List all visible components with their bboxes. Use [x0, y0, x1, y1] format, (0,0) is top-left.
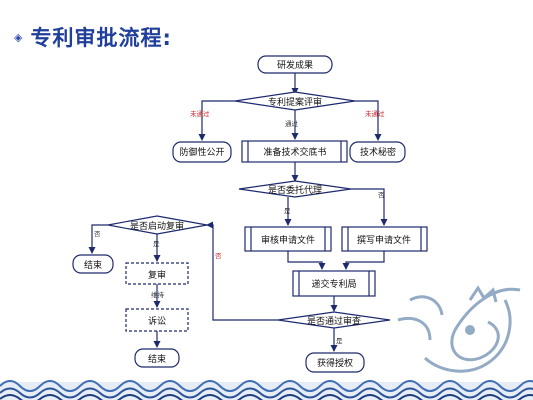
edge-write-app-to-submit — [342, 251, 385, 270]
edge-label-not-pass-examination: 否 — [215, 252, 222, 260]
edge-label-no-reexam: 否 — [94, 230, 101, 238]
edge-review-to-defensive — [198, 100, 235, 141]
end-node-bottom — [134, 348, 180, 368]
edge-label-pass-middle: 通过 — [285, 119, 299, 128]
end-top-label: 结束 — [84, 259, 102, 271]
node-labels: 研发成果 专利提案评审 防御性公开 准备技术交底书 技术秘密 是否委托代理 审核… — [84, 59, 411, 369]
edge-label-yes-entrust: 是 — [284, 207, 291, 215]
prepare-disclosure-node — [241, 140, 348, 163]
edge-label-yes-reexam: 是 — [153, 240, 160, 248]
end-bottom-label: 结束 — [148, 353, 166, 365]
diamond-bullet-icon: ◈ — [14, 30, 23, 44]
edge-review-app-to-submit — [287, 251, 326, 270]
research-node — [257, 55, 333, 74]
edge-label-not-pass-right: 未通过 — [365, 109, 385, 118]
edge-label-maintain: 维持 — [151, 290, 165, 299]
obtain-grant-label: 获得授权 — [317, 357, 353, 369]
slide-title: 专利审批流程: — [30, 26, 172, 50]
edge-label-no-entrust: 否 — [378, 191, 385, 199]
start-reexam-diamond — [107, 215, 208, 235]
reexamination-node — [125, 262, 189, 285]
entrust-agency-diamond — [238, 180, 352, 198]
edge-label-not-pass-left: 未通过 — [190, 109, 210, 118]
write-application-node — [341, 226, 428, 252]
start-reexam-label: 是否启动复审 — [130, 220, 184, 232]
defensive-publication-label: 防御性公开 — [179, 146, 224, 158]
defensive-publication-node — [172, 141, 232, 163]
entrust-agency-label: 是否委托代理 — [268, 184, 322, 196]
pass-examination-label: 是否通过审查 — [307, 315, 361, 327]
tech-secret-node — [349, 141, 406, 163]
end-node-top — [72, 254, 114, 274]
tech-secret-label: 技术秘密 — [360, 146, 396, 158]
edge-examination-to-reexam-decision — [206, 221, 278, 321]
patent-review-label: 专利提案评审 — [268, 96, 322, 108]
review-application-node — [244, 226, 332, 252]
submit-office-node — [292, 270, 376, 297]
obtain-grant-node — [305, 352, 365, 373]
litigation-node — [125, 308, 189, 332]
reexamination-label: 复审 — [148, 269, 166, 281]
edge-label-yes-grant: 是 — [336, 337, 343, 345]
edge-labels: 未通过 通过 未通过 是 否 否 是 否 是 维持 — [94, 109, 385, 345]
edge-reexam-decision-to-end — [88, 224, 108, 254]
edge-entrust-to-write-app — [351, 188, 388, 226]
write-application-label: 撰写申请文件 — [357, 234, 411, 246]
slide-title-row: ◈ 专利审批流程: — [14, 22, 172, 52]
prepare-disclosure-label: 准备技术交底书 — [263, 146, 326, 158]
dragon-decoration-icon — [397, 285, 521, 373]
litigation-label: 诉讼 — [148, 315, 166, 327]
flow-edges — [88, 73, 388, 352]
review-application-label: 审核申请文件 — [261, 234, 315, 246]
submit-office-label: 递交专利局 — [311, 278, 356, 290]
patent-review-diamond — [234, 91, 356, 111]
pass-examination-diamond — [277, 311, 391, 329]
research-label: 研发成果 — [277, 59, 313, 71]
wave-decoration — [0, 380, 533, 400]
flow-nodes — [72, 55, 428, 373]
edge-review-to-secret — [355, 100, 382, 141]
